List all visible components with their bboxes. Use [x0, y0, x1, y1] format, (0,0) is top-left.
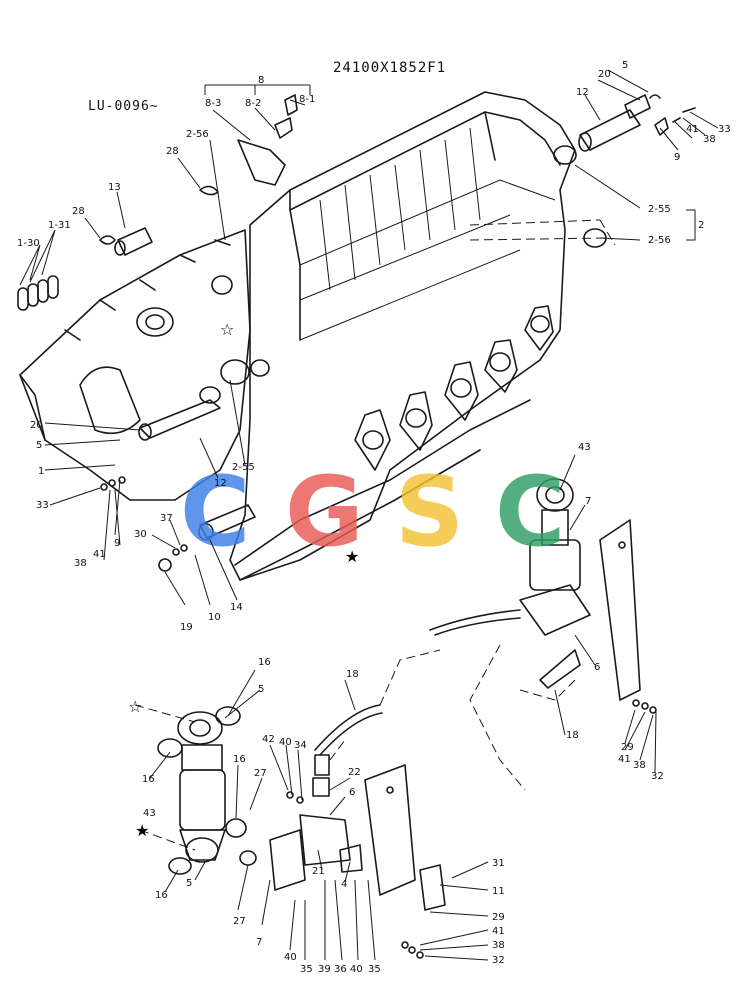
callout-label: 7 — [585, 496, 591, 507]
callout-label: 5 — [258, 684, 264, 695]
watermark-letter: S — [395, 456, 464, 568]
callout-label: 42 — [262, 734, 275, 745]
star-marker-solid: ★ — [345, 547, 359, 566]
callout-label: 29 — [492, 912, 505, 923]
callout-label: 35 — [368, 964, 381, 975]
callout-label: 21 — [312, 866, 325, 877]
callout-label: 13 — [108, 182, 121, 193]
callout-label: 8-1 — [299, 94, 315, 105]
callout-label: 29 — [621, 742, 634, 753]
callout-label: 12 — [576, 87, 589, 98]
callout-label: 38 — [633, 760, 646, 771]
callout-label: 34 — [294, 740, 307, 751]
callout-label: 37 — [160, 513, 173, 524]
callout-label: 41 — [686, 124, 699, 135]
callout-label: 9 — [114, 538, 120, 549]
callout-label: 2-55 — [648, 204, 671, 215]
callout-label: 11 — [492, 886, 505, 897]
hose-assembly — [269, 704, 446, 911]
callout-label: 18 — [566, 730, 579, 741]
routing-lines — [134, 644, 576, 851]
callout-label: 16 — [233, 754, 246, 765]
callout-label: 1-31 — [48, 220, 71, 231]
callout-label: 41 — [93, 549, 106, 560]
callout-label: 2-56 — [648, 235, 671, 246]
fasteners — [100, 476, 657, 959]
callout-label: 10 — [208, 612, 221, 623]
callout-label: 41 — [618, 754, 631, 765]
pin-upper-right — [553, 94, 696, 248]
callout-label: 19 — [180, 622, 193, 633]
callout-label: 8-3 — [205, 98, 221, 109]
star-marker-solid: ★ — [135, 821, 149, 840]
callout-label: 28 — [72, 206, 85, 217]
drawing-code: 24100X1852F1 — [333, 60, 446, 76]
callout-label: 27 — [254, 768, 267, 779]
callout-label: 8-2 — [245, 98, 261, 109]
callout-label: 1 — [38, 466, 44, 477]
callout-label: 35 — [300, 964, 313, 975]
callout-label: 33 — [36, 500, 49, 511]
callout-label: 16 — [155, 890, 168, 901]
cylinder-left — [157, 706, 257, 875]
star-marker-outline: ☆ — [128, 697, 142, 716]
callout-label: 12 — [214, 478, 227, 489]
callout-label: 38 — [492, 940, 505, 951]
callout-label: 39 — [318, 964, 331, 975]
callout-label: 16 — [142, 774, 155, 785]
callout-label: 9 — [674, 152, 680, 163]
callout-label: 2-56 — [186, 129, 209, 140]
callout-label: 40 — [350, 964, 363, 975]
watermark: C G S C — [180, 456, 565, 568]
bucket-assembly — [19, 91, 616, 581]
callout-label: 28 — [166, 146, 179, 157]
callout-label: 27 — [233, 916, 246, 927]
callout-label: 41 — [492, 926, 505, 937]
callout-label: 43 — [578, 442, 591, 453]
callout-label: 22 — [348, 767, 361, 778]
callout-label: 5 — [36, 440, 42, 451]
star-marker-outline: ☆ — [220, 320, 234, 339]
cylinder-right — [429, 478, 641, 701]
callout-label: 40 — [284, 952, 297, 963]
leader-lines — [19, 69, 719, 961]
callout-label: 38 — [703, 134, 716, 145]
callout-label: 33 — [718, 124, 731, 135]
callout-label: 5 — [622, 60, 628, 71]
callout-label: 43 — [143, 808, 156, 819]
callout-label: 2 — [698, 220, 704, 231]
callout-label: 14 — [230, 602, 243, 613]
callout-label: 7 — [256, 937, 262, 948]
callout-label: 18 — [346, 669, 359, 680]
callout-label: 4 — [341, 879, 347, 890]
watermark-letter: C — [180, 456, 250, 568]
callout-label: 2-55 — [232, 462, 255, 473]
callout-label: 38 — [74, 558, 87, 569]
callout-label: 1-30 — [17, 238, 40, 249]
callout-label: 40 — [279, 737, 292, 748]
callout-label: 6 — [594, 662, 600, 673]
pin-set-upper-left — [17, 94, 298, 311]
callout-label: 16 — [258, 657, 271, 668]
serial-range: LU-0096~ — [88, 99, 159, 114]
callout-label: 30 — [134, 529, 147, 540]
watermark-letter: G — [285, 456, 364, 568]
callout-label: 5 — [186, 878, 192, 889]
callout-label: 32 — [651, 771, 664, 782]
callout-label: 20 — [30, 420, 43, 431]
callout-label: 8 — [258, 75, 264, 86]
callout-label: 6 — [349, 787, 355, 798]
callout-label: 36 — [334, 964, 347, 975]
watermark-letter: C — [495, 456, 565, 568]
callout-label: 20 — [598, 69, 611, 80]
callout-label: 31 — [492, 858, 505, 869]
callout-labels: 8 8-3 8-2 8-1 2-56 28 13 28 1-31 1-30 20… — [17, 60, 731, 975]
callout-label: 32 — [492, 955, 505, 966]
